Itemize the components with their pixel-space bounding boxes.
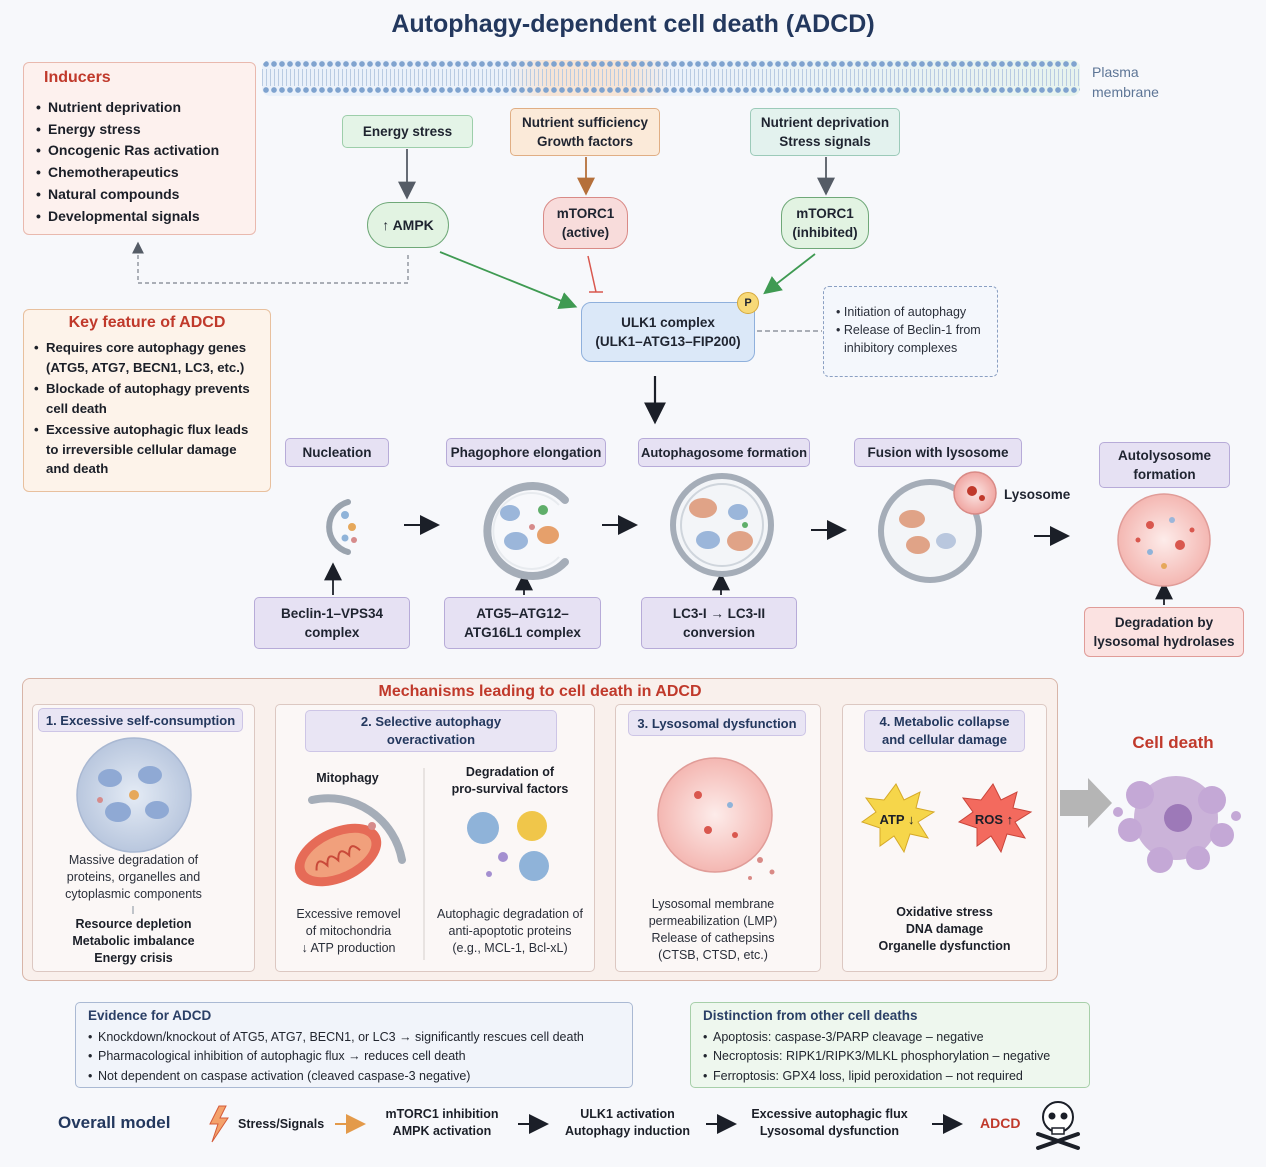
list-item: Nutrient deprivation xyxy=(36,97,243,119)
plasma-membrane xyxy=(262,60,1080,96)
phospho-badge: P xyxy=(737,292,759,314)
stage-nucleation: Nucleation xyxy=(285,438,389,467)
skull-icon xyxy=(1036,1101,1080,1150)
model-step-flux: Excessive autophagic flux Lysosomal dysf… xyxy=(751,1107,908,1138)
energy-stress-box: Energy stress xyxy=(342,115,473,148)
pro-survival-label: Degradation of pro-survival factors xyxy=(451,765,569,796)
stage-phagophore-elongation: Phagophore elongation xyxy=(446,438,606,467)
fusion-vesicle xyxy=(878,471,997,583)
model-step-stress: Stress/Signals xyxy=(238,1117,325,1131)
list-item: Energy stress xyxy=(36,119,243,141)
dead-cell xyxy=(1113,776,1241,873)
list-item: Necroptosis: RIPK1/RIPK3/MLKL phosphoryl… xyxy=(703,1047,1077,1067)
overall-model-label: Overall model xyxy=(58,1113,171,1132)
arrow-to-cell-death xyxy=(1060,778,1112,828)
inducers-list: Nutrient deprivation Energy stress Oncog… xyxy=(36,97,243,227)
mechanism-3-desc: Lysosomal membrane permeabilization (LMP… xyxy=(648,897,778,962)
cell-death-label: Cell death xyxy=(1132,733,1214,752)
list-item: Oncogenic Ras activation xyxy=(36,140,243,162)
list-item: Blockade of autophagy prevents cell deat… xyxy=(34,379,260,418)
ros-label: ROS ↑ xyxy=(975,812,1013,827)
note-item: • Release of Beclin-1 from inhibitory co… xyxy=(836,323,981,355)
lysosomal-dysfunction-cell xyxy=(657,757,775,880)
page-title: Autophagy-dependent cell death (ADCD) xyxy=(391,10,875,38)
nutrient-deprivation-box: Nutrient deprivation Stress signals xyxy=(750,108,900,156)
mechanism-3-title: 3. Lysosomal dysfunction xyxy=(628,710,806,736)
lysosome-label: Lysosome xyxy=(1004,487,1071,502)
lc3-conversion-box: LC3-I → LC3-II conversion xyxy=(641,597,797,649)
lysosomal-hydrolases-box: Degradation by lysosomal hydrolases xyxy=(1084,607,1244,657)
model-step-adcd: ADCD xyxy=(980,1115,1021,1131)
stage-fusion-with-lysosome: Fusion with lysosome xyxy=(854,438,1022,467)
arrow-ampk-to-ulk1 xyxy=(439,251,578,309)
phagophore-small xyxy=(326,499,357,555)
ros-burst: ROS ↑ xyxy=(957,783,1033,854)
evidence-panel: Evidence for ADCD Knockdown/knockout of … xyxy=(75,1002,633,1088)
pro-survival-proteins xyxy=(467,811,549,881)
list-item: Developmental signals xyxy=(36,206,243,228)
distinction-title: Distinction from other cell deaths xyxy=(703,1008,918,1023)
model-step-ulk1: ULK1 activation Autophagy induction xyxy=(565,1107,690,1138)
key-feature-panel: Key feature of ADCD Requires core autoph… xyxy=(23,309,271,492)
phagophore-elongation xyxy=(483,482,569,580)
mechanism-1-outcome: Resource depletion Metabolic imbalance E… xyxy=(72,917,195,965)
list-item: Requires core autophagy genes (ATG5, ATG… xyxy=(34,338,260,377)
key-feature-list: Requires core autophagy genes (ATG5, ATG… xyxy=(34,338,260,479)
list-item: Ferroptosis: GPX4 loss, lipid peroxidati… xyxy=(703,1067,1077,1087)
dashed-ampk-to-inducers xyxy=(132,241,409,284)
mitophagy-label: Mitophagy xyxy=(316,771,379,785)
atp-label: ATP ↓ xyxy=(880,812,915,827)
model-step-mtorc1: mTORC1 inhibition AMPK activation xyxy=(385,1107,499,1138)
list-item: Natural compounds xyxy=(36,184,243,206)
ulk1-notes-box: • Initiation of autophagy • Release of B… xyxy=(823,286,998,377)
pro-survival-desc: Autophagic degradation of anti-apoptotic… xyxy=(437,907,583,955)
distinction-list: Apoptosis: caspase-3/PARP cleavage – neg… xyxy=(703,1028,1077,1087)
mechanism-1-title: 1. Excessive self-consumption xyxy=(38,708,243,732)
note-item: • Initiation of autophagy xyxy=(836,305,967,319)
mechanism-1-desc: Massive degradation of proteins, organel… xyxy=(65,853,202,901)
list-item: Not dependent on caspase activation (cle… xyxy=(88,1067,620,1087)
ulk1-complex-node: ULK1 complex (ULK1–ATG13–FIP200) xyxy=(581,302,755,362)
mechanism-4-outcome: Oxidative stress DNA damage Organelle dy… xyxy=(878,905,1011,953)
list-item: Chemotherapeutics xyxy=(36,162,243,184)
list-item: Excessive autophagic flux leads to irrev… xyxy=(34,420,260,479)
stage-autolysosome-formation: Autolysosome formation xyxy=(1099,442,1230,488)
ampk-node: ↑ AMPK xyxy=(367,202,449,248)
stage-autophagosome-formation: Autophagosome formation xyxy=(638,438,810,467)
atg5-atg12-complex: ATG5–ATG12– ATG16L1 complex xyxy=(444,597,601,649)
evidence-list: Knockdown/knockout of ATG5, ATG7, BECN1,… xyxy=(88,1028,620,1087)
nutrient-sufficiency-box: Nutrient sufficiency Growth factors xyxy=(510,108,660,156)
mechanism-4-title: 4. Metabolic collapse and cellular damag… xyxy=(864,710,1025,752)
list-item: Knockdown/knockout of ATG5, ATG7, BECN1,… xyxy=(88,1028,620,1048)
key-feature-title: Key feature of ADCD xyxy=(68,314,226,331)
arrow-mtorc1-inh-to-ulk1 xyxy=(763,253,816,295)
membrane-label: Plasma membrane xyxy=(1092,64,1159,100)
autolysosome xyxy=(1117,493,1211,587)
mechanisms-title: Mechanisms leading to cell death in ADCD xyxy=(378,683,702,700)
mechanism-2-title: 2. Selective autophagy overactivation xyxy=(305,710,557,752)
mtorc1-inhibited-node: mTORC1 (inhibited) xyxy=(781,197,869,249)
mitophagy-desc: Excessive removel of mitochondria ↓ ATP … xyxy=(296,907,401,955)
mtorc1-active-node: mTORC1 (active) xyxy=(543,197,628,249)
stress-bolt-icon xyxy=(209,1105,229,1143)
beclin-vps34-complex: Beclin-1–VPS34 complex xyxy=(254,597,410,649)
distinction-panel: Distinction from other cell deaths Apopt… xyxy=(690,1002,1090,1088)
inducers-title: Inducers xyxy=(44,69,111,86)
list-item: Apoptosis: caspase-3/PARP cleavage – neg… xyxy=(703,1028,1077,1048)
autophagosome xyxy=(670,473,774,577)
mitophagy-illustration xyxy=(294,794,406,887)
inducers-panel: Inducers Nutrient deprivation Energy str… xyxy=(23,62,256,235)
list-item: Pharmacological inhibition of autophagic… xyxy=(88,1047,620,1067)
self-consumption-cell xyxy=(76,737,192,853)
evidence-title: Evidence for ADCD xyxy=(88,1008,212,1023)
inhibit-mtorc1-to-ulk1 xyxy=(587,255,603,293)
atp-burst: ATP ↓ xyxy=(860,783,936,854)
